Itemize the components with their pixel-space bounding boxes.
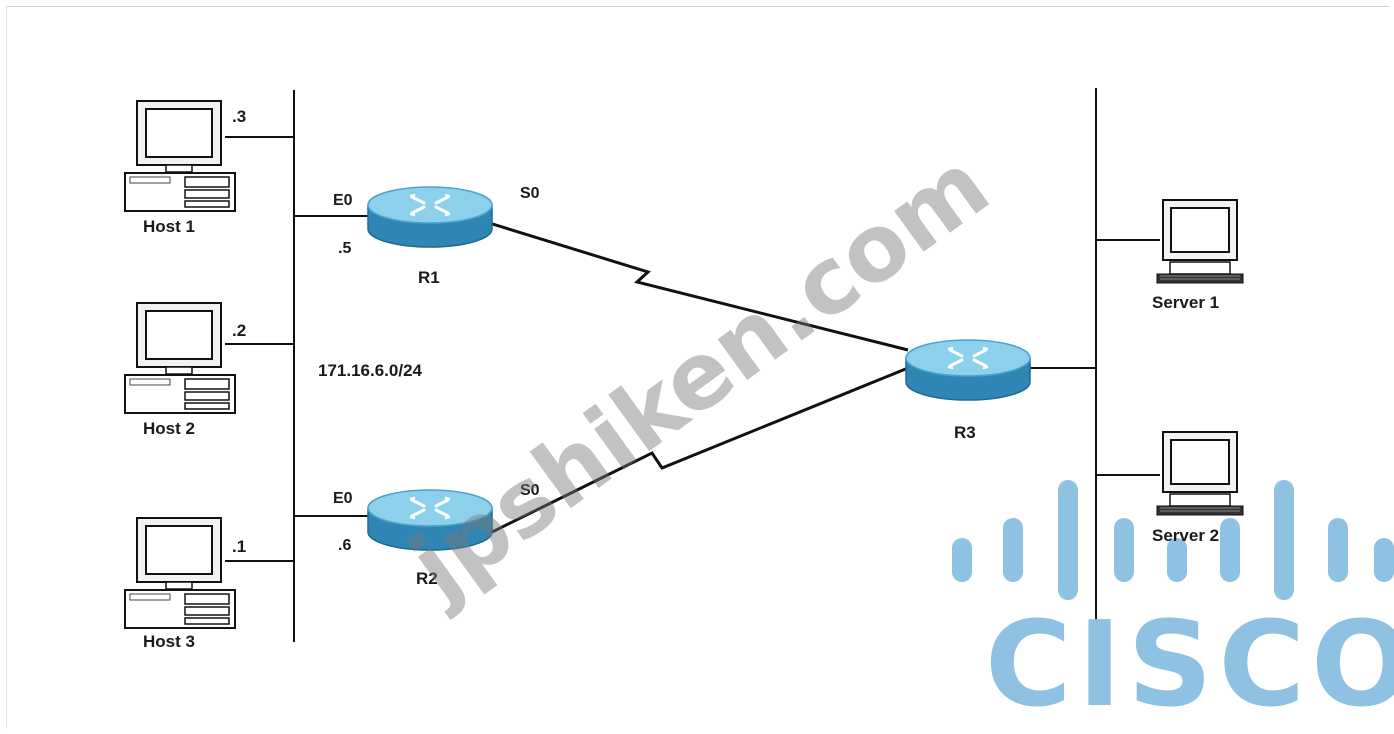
host-3-pc-icon <box>124 517 236 629</box>
diagram-frame <box>6 6 1389 729</box>
r2-e0-ip-label: .6 <box>338 537 352 554</box>
server-1-icon <box>1156 199 1244 284</box>
r1-e0-label: E0 <box>333 192 353 209</box>
r2-s0-label: S0 <box>520 482 540 499</box>
router-r3-icon <box>904 338 1032 402</box>
server-2-label: Server 2 <box>1152 526 1220 545</box>
serial-link-r1-r3 <box>485 220 909 352</box>
host-1-ip-label: .3 <box>232 107 247 126</box>
cisco-logo-text: CISCO <box>985 595 1394 733</box>
router-r3-label: R3 <box>954 423 976 442</box>
host-2-ip-label: .2 <box>232 321 247 340</box>
router-r1-icon <box>366 185 494 249</box>
r1-e0-ip-label: .5 <box>338 240 352 257</box>
host-2-label: Host 2 <box>143 419 195 438</box>
router-r2-label: R2 <box>416 569 438 588</box>
serial-link-r2-r3 <box>485 366 909 537</box>
server-1-label: Server 1 <box>1152 293 1220 312</box>
host-3-label: Host 3 <box>143 632 195 651</box>
router-r1-label: R1 <box>418 268 440 287</box>
host-1-label: Host 1 <box>143 217 195 236</box>
network-address-label: 171.16.6.0/24 <box>318 361 422 380</box>
host-1-pc-icon <box>124 100 236 212</box>
server-2-icon <box>1156 431 1244 516</box>
host-2-pc-icon <box>124 302 236 414</box>
r1-s0-label: S0 <box>520 185 540 202</box>
r2-e0-label: E0 <box>333 490 353 507</box>
host-3-ip-label: .1 <box>232 537 247 556</box>
cisco-bars-logo <box>952 480 1394 600</box>
